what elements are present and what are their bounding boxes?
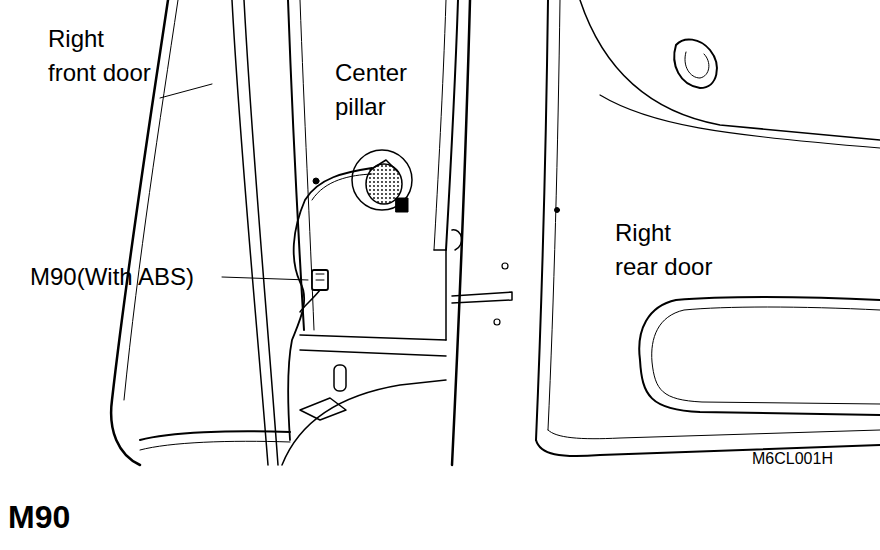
figure-code: M6CL001H	[752, 448, 872, 470]
rear-door-frame	[536, 0, 548, 440]
part-name-holder: Right rear door	[615, 216, 716, 283]
part-name-holder: Center pillar	[335, 56, 427, 123]
connector-m90	[316, 274, 324, 280]
door-trim	[580, 0, 880, 140]
bolt-hole	[502, 263, 508, 269]
figure-title: M90	[8, 500, 70, 535]
front-door-frame	[232, 0, 268, 465]
belt-anchor	[334, 365, 346, 391]
connector-label: M90(With ABS)	[30, 260, 230, 294]
title-holder: M90	[8, 500, 70, 535]
belt-anchor	[300, 398, 346, 420]
part-name-holder: Right front door	[48, 22, 155, 89]
part-name: Center pillar	[335, 56, 427, 123]
connector-m90	[312, 270, 328, 290]
leader-line	[160, 84, 212, 98]
door-handle-recess	[674, 39, 717, 88]
part-name: Right rear door	[615, 216, 716, 283]
figure-code-holder: M6CL001H	[752, 448, 872, 470]
striker	[452, 230, 462, 250]
leader-line	[222, 277, 308, 280]
seat-base	[282, 380, 446, 465]
rear-door-bottom	[548, 430, 880, 439]
rear-door-edge	[452, 0, 470, 465]
grommet-connector	[396, 198, 408, 212]
pillar-edge	[434, 0, 446, 250]
part-name: Right front door	[48, 22, 155, 89]
front-door-wire	[140, 431, 290, 440]
sill	[300, 335, 446, 356]
rear-door-frame	[548, 0, 560, 430]
door-handle-recess	[685, 52, 709, 78]
grommet	[370, 160, 398, 172]
pillar-edge	[446, 0, 458, 250]
wire-harness	[300, 290, 320, 312]
door-pocket	[639, 297, 880, 415]
bolt-hole	[555, 208, 560, 213]
bolt-hole	[494, 319, 500, 325]
wire-harness	[288, 168, 372, 440]
front-door-frame	[244, 0, 278, 465]
pillar-edge	[434, 250, 446, 340]
wire-harness	[312, 174, 372, 200]
wire-clip	[313, 178, 319, 184]
door-pocket	[652, 307, 880, 404]
connector-label-holder: M90(With ABS)	[30, 260, 230, 294]
door-trim	[600, 95, 880, 148]
front-door-wire	[140, 441, 290, 450]
